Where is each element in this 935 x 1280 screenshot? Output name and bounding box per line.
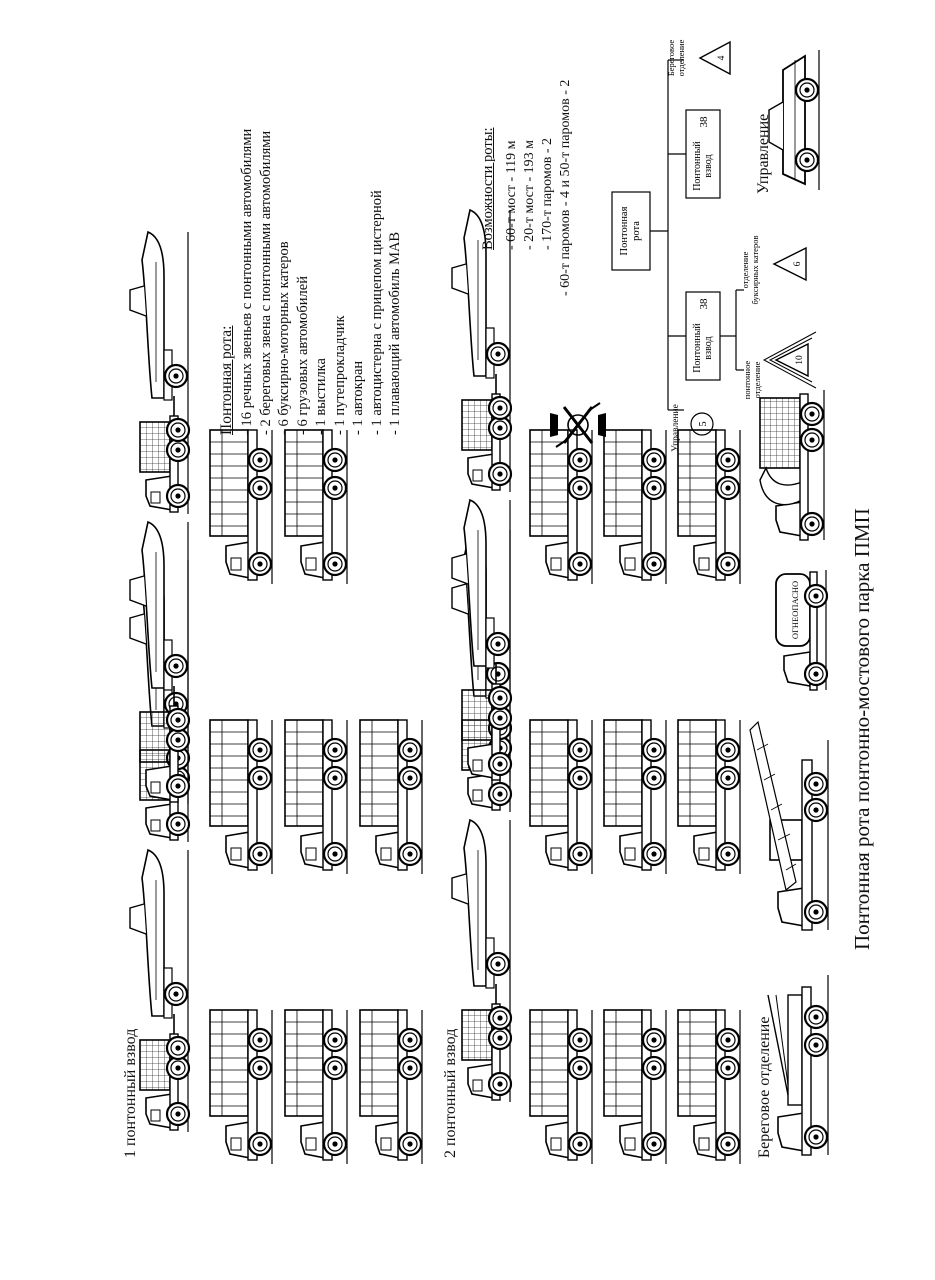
pontoon-truck xyxy=(530,720,592,874)
pontoon-truck xyxy=(210,430,272,584)
pontoon-truck xyxy=(604,1010,666,1164)
capability-item: - 60-т мост - 119 м xyxy=(504,140,519,250)
pontoon-truck xyxy=(678,720,740,874)
tanker-label: ОГНЕОПАСНО xyxy=(790,581,800,639)
capability-item: - 60-т паромов - 4 и 50-т паромов - 2 xyxy=(558,79,573,296)
org-control-circle xyxy=(690,412,714,436)
pontoon-truck xyxy=(678,1010,740,1164)
capabilities-heading: Возможности роты: xyxy=(480,127,496,250)
org-pontoon-triangle-icon xyxy=(774,342,809,378)
shore-section-vehicle xyxy=(767,975,829,1156)
composition-item: - 1 плавающий автомобиль МАВ xyxy=(387,231,403,435)
boat-trailer-vehicle xyxy=(452,210,511,492)
pontoon-truck xyxy=(530,1010,592,1164)
composition-item: - 1 автоцистерна с прицепом цистерной xyxy=(368,190,385,435)
platoon2-label: 2 понтонный взвод xyxy=(442,1028,459,1158)
amphibious-vehicle-mav xyxy=(768,50,820,190)
pontoon-truck xyxy=(360,720,422,874)
pontoon-truck xyxy=(210,720,272,874)
org-shore-triangle-icon xyxy=(698,40,731,76)
pontoon-truck xyxy=(285,430,347,584)
platoon1-label: 1 понтонный взвод xyxy=(122,1028,139,1158)
pontoon-truck xyxy=(678,430,740,584)
composition-item: - 1 путепрокладчик xyxy=(331,315,348,435)
pontoon-truck xyxy=(360,1010,422,1164)
org-tug-triangle-icon xyxy=(772,246,807,282)
capabilities-list: - 60-т мост - 119 м- 20-т мост - 193 м- … xyxy=(503,80,575,296)
pontoon-truck xyxy=(530,430,592,584)
control-label: Управление xyxy=(755,113,772,194)
page-title: Понтонная рота понтонно-мостового парка … xyxy=(850,508,874,950)
org-platoon2-box xyxy=(685,109,721,199)
composition-item: - 6 буксирно-моторных катеров xyxy=(276,241,292,435)
pontoon-truck xyxy=(210,1010,272,1164)
fuel-tanker: ОГНЕОПАСНО xyxy=(775,570,829,691)
control-emblem-icon xyxy=(550,402,606,448)
composition-block: Понтонная рота: - 16 речных звеньев с по… xyxy=(218,129,405,435)
capabilities-block: Возможности роты: - 60-т мост - 119 м- 2… xyxy=(480,80,575,296)
pontoon-truck xyxy=(285,720,347,874)
composition-item: - 2 береговых звена с понтонными автомоб… xyxy=(257,130,274,435)
pontoon-truck xyxy=(604,720,666,874)
composition-item: - 16 речных звеньев с понтонными автомоб… xyxy=(239,128,255,435)
composition-item: - 6 грузовых автомобилей xyxy=(294,276,311,435)
boat-trailer-vehicle xyxy=(452,820,511,1102)
org-platoon1-box xyxy=(685,291,721,381)
pontoon-truck xyxy=(604,430,666,584)
truck-crane xyxy=(749,720,829,931)
composition-list: - 16 речных звеньев с понтонными автомоб… xyxy=(238,129,405,435)
shore-section-label: Береговое отделение xyxy=(756,1016,773,1158)
composition-item: - 1 автокран xyxy=(350,360,366,435)
capability-item: - 20-т мост - 193 м xyxy=(522,139,537,250)
pontoon-truck xyxy=(285,1010,347,1164)
composition-item: - 1 выстилка xyxy=(313,358,329,435)
boat-trailer-vehicle xyxy=(130,232,189,514)
track-layer-vehicle xyxy=(759,390,825,541)
capability-item: - 170-т паромов - 2 xyxy=(540,137,555,250)
composition-heading: Понтонная рота: xyxy=(218,325,235,435)
org-chart xyxy=(611,40,817,436)
org-company-box xyxy=(611,191,651,271)
